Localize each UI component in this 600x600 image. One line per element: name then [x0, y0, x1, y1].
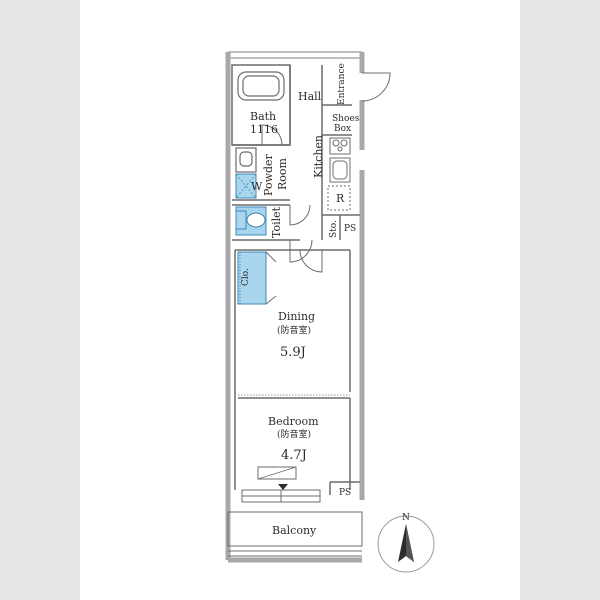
top-wall [228, 51, 362, 59]
stove [329, 137, 351, 155]
kitchen-label: Kitchen [312, 135, 325, 178]
closet [237, 251, 277, 305]
balcony-label: Balcony [272, 524, 317, 537]
powder-room-basin [235, 147, 257, 173]
entry-arrow-marker [278, 484, 288, 490]
shoes-box-label-2: Box [334, 124, 351, 134]
door-swings [261, 72, 391, 273]
storage-label: Sto. [329, 220, 339, 238]
bath-label: Bath [250, 110, 276, 123]
kitchen-sink [329, 157, 351, 183]
north-compass: N [377, 513, 435, 573]
toilet-label: Toilet [270, 206, 283, 238]
balcony-sash [241, 489, 321, 503]
outer-walls [225, 52, 365, 563]
bedroom-area: 4.7J [281, 448, 307, 463]
interior-walls [231, 64, 360, 495]
dining-area: 5.9J [280, 345, 306, 360]
compass-needle-shade [406, 524, 414, 562]
washer-label: W [251, 180, 263, 193]
ps-lower-label: PS [339, 488, 351, 498]
bedroom-note: (防音室) [277, 428, 311, 440]
hall-label: Hall [298, 90, 322, 103]
left-margin-band [0, 0, 80, 600]
compass-north-label: N [402, 513, 410, 523]
bedroom-label: Bedroom [268, 415, 319, 428]
entrance-label: Entrance [337, 63, 347, 105]
dining-note: (防音室) [277, 324, 311, 336]
ps-upper-label: PS [344, 224, 356, 234]
refrigerator-label: R [336, 192, 345, 205]
air-conditioner-line [257, 466, 297, 480]
powder-label-2: Room [276, 157, 289, 190]
compass-ring [377, 515, 435, 573]
balcony [227, 511, 363, 557]
air-conditioner [257, 466, 297, 480]
dining-label: Dining [278, 310, 315, 323]
bath-size-label: 1116 [250, 123, 278, 136]
shoes-box-label-1: Shoes [332, 114, 360, 124]
closet-label: Clo. [241, 268, 251, 286]
toilet-fixture [235, 206, 267, 236]
right-margin-band [520, 0, 600, 600]
refrigerator [327, 185, 351, 211]
bathtub [237, 71, 285, 101]
washer-area [235, 173, 257, 199]
powder-label-1: Powder [262, 153, 275, 196]
